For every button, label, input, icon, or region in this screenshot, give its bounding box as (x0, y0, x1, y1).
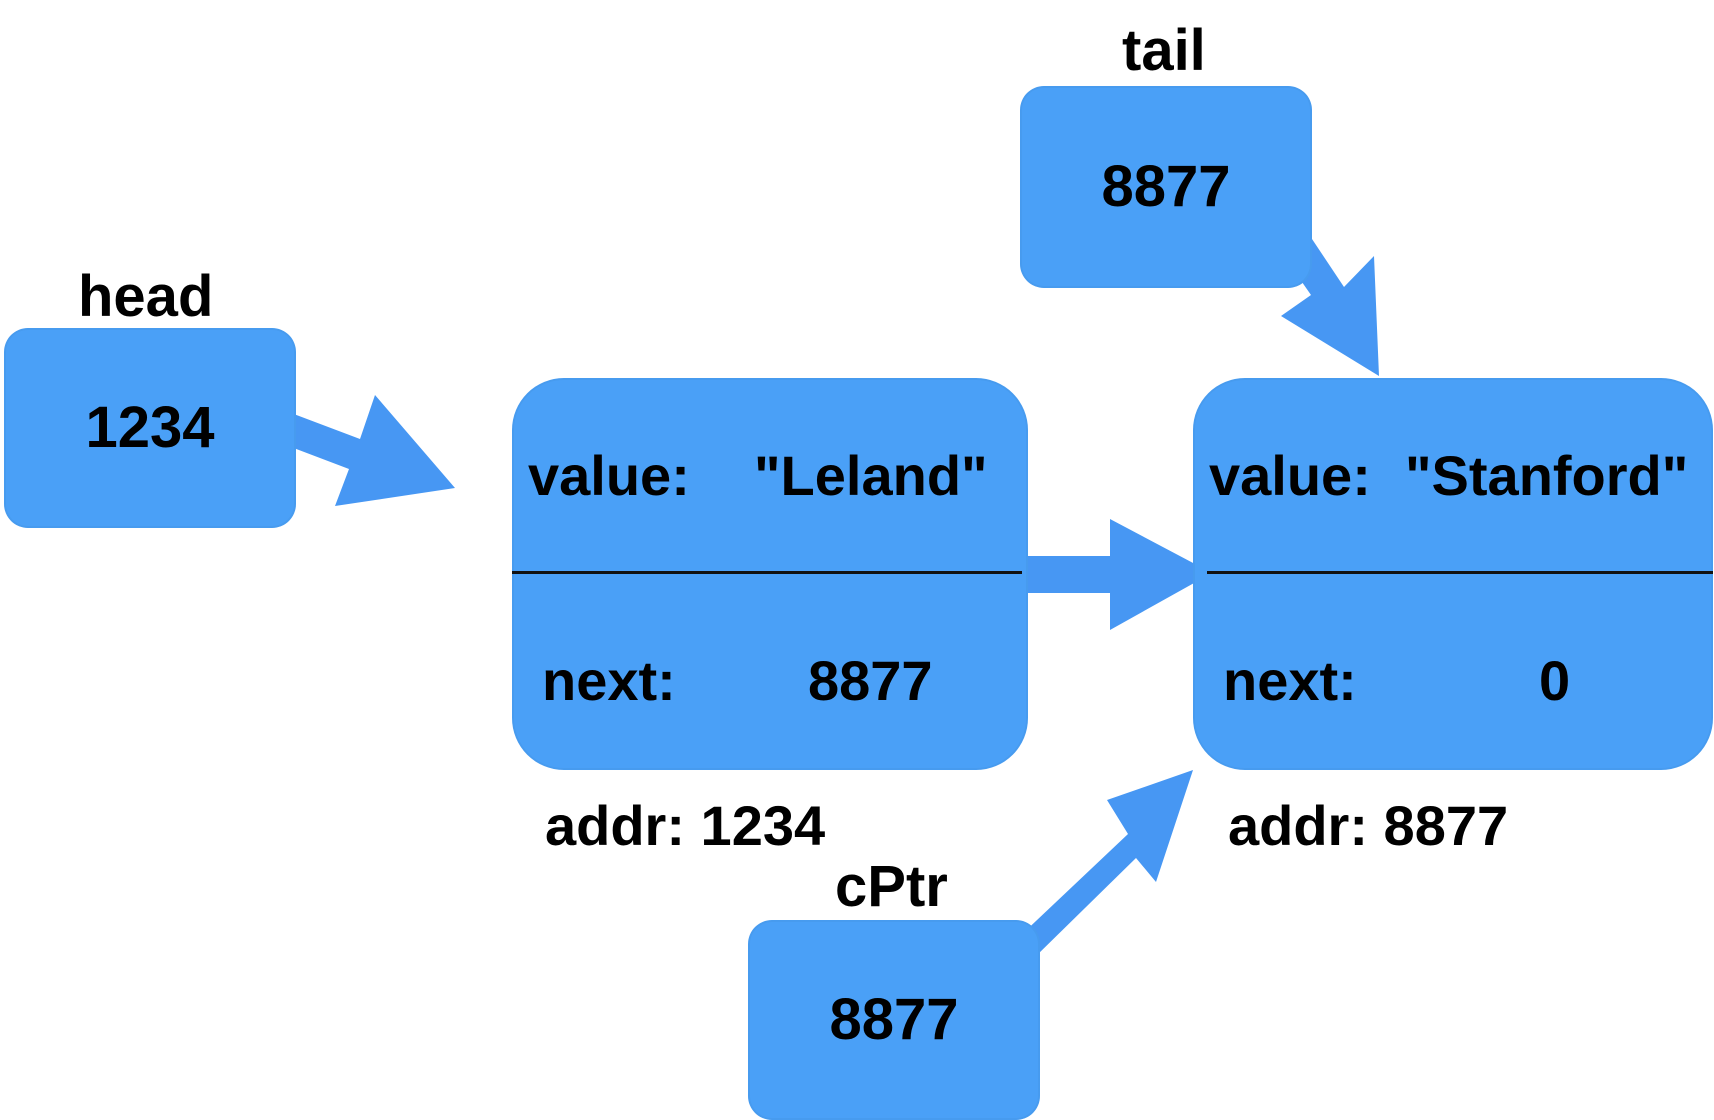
stanford-node-next-value: 0 (1539, 649, 1571, 712)
head-pointer-value: 1234 (85, 395, 215, 460)
tail-pointer-label: tail (1122, 18, 1206, 83)
stanford-node-value-label: value: (1209, 444, 1371, 507)
stanford-node-value: "Stanford" (1405, 444, 1689, 507)
leland-node-value: "Leland" (754, 444, 988, 507)
stanford-node-divider (1207, 571, 1713, 574)
stanford-node-box: value: "Stanford" next: 0 (1193, 378, 1713, 770)
stanford-node-address: addr: 8877 (1228, 794, 1509, 857)
leland-node-address: addr: 1234 (545, 794, 826, 857)
leland-node-next-label: next: (542, 649, 676, 712)
head-pointer-box: 1234 (4, 328, 296, 528)
head-to-leland-arrow (262, 395, 455, 506)
leland-node-value-label: value: (528, 444, 690, 507)
tail-pointer-value: 8877 (1101, 154, 1231, 219)
cptr-pointer-value: 8877 (829, 987, 959, 1052)
leland-node-box: value: "Leland" next: 8877 (512, 378, 1028, 770)
tail-pointer-box: 8877 (1020, 86, 1312, 288)
leland-node-divider (512, 571, 1022, 574)
stanford-node-next-label: next: (1223, 649, 1357, 712)
cptr-pointer-box: 8877 (748, 920, 1040, 1120)
leland-next-arrow (1021, 519, 1212, 630)
head-pointer-label: head (78, 264, 214, 329)
leland-node-next-value: 8877 (808, 649, 933, 712)
cptr-pointer-label: cPtr (835, 854, 948, 919)
cptr-to-stanford-arrow (1018, 770, 1193, 958)
